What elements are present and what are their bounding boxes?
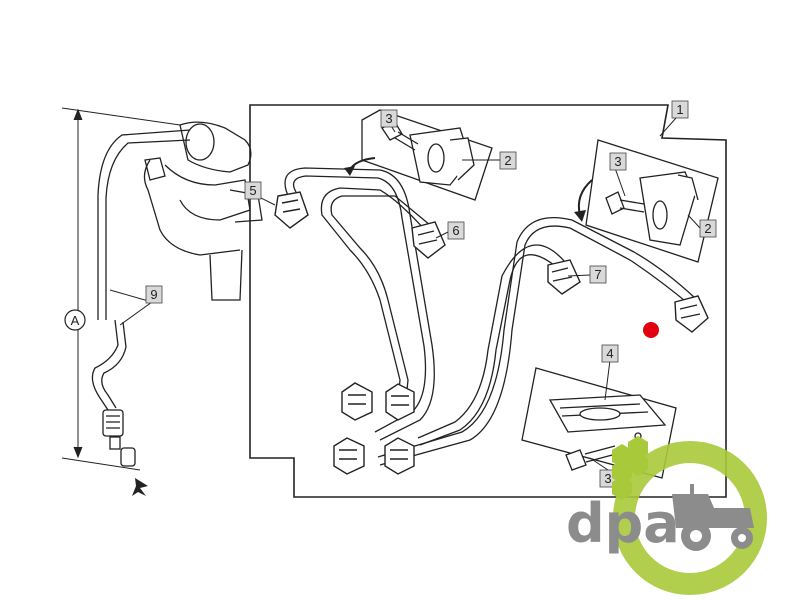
callout-2-top: 2 <box>499 151 517 170</box>
callout-2-right: 2 <box>699 219 717 238</box>
svg-text:2: 2 <box>504 153 511 168</box>
nozzle-nut-right <box>674 295 709 333</box>
clamp-detail-top <box>344 109 493 201</box>
svg-text:9: 9 <box>150 287 157 302</box>
direction-arrow-icon <box>132 478 148 496</box>
left-assembly <box>91 121 263 467</box>
svg-text:3: 3 <box>614 154 621 169</box>
callout-7: 7 <box>589 265 607 284</box>
svg-text:7: 7 <box>594 267 601 282</box>
svg-text:4: 4 <box>606 346 613 361</box>
dimension-a-label: A <box>71 313 80 328</box>
svg-text:3: 3 <box>385 111 392 126</box>
pump-nut-3 <box>333 437 365 475</box>
clamp-detail-bottom <box>521 367 677 479</box>
callout-3-top: 3 <box>380 109 398 128</box>
callout-3-right: 3 <box>609 152 627 171</box>
dpa-logo: dpa <box>566 436 767 595</box>
pipe-nuts <box>274 191 709 475</box>
pump-nut-2 <box>385 383 415 421</box>
clamp-detail-top-frame <box>361 109 493 201</box>
nozzle-nut-5 <box>274 191 309 229</box>
svg-text:6: 6 <box>452 223 459 238</box>
nozzle-nut-6 <box>411 221 446 259</box>
dimension-a-circle <box>64 309 86 331</box>
callout-1: 1 <box>671 100 689 119</box>
svg-text:2: 2 <box>704 221 711 236</box>
callout-5: 5 <box>244 181 262 200</box>
svg-text:5: 5 <box>249 183 256 198</box>
pump-nut-4 <box>384 437 415 475</box>
clamp-detail-bottom-frame <box>521 367 677 479</box>
callout-9: 9 <box>145 285 163 304</box>
logo-text: dpa <box>566 492 680 555</box>
logo-green-ring <box>613 441 767 595</box>
tractor-icon <box>672 484 754 551</box>
main-panel-outline <box>249 104 727 498</box>
pump-nut-1 <box>341 382 373 421</box>
svg-text:3: 3 <box>604 471 611 486</box>
clamp-detail-right <box>574 139 719 263</box>
nozzle-nut-7 <box>547 259 581 295</box>
injection-pipes <box>284 167 696 466</box>
callout-4: 4 <box>601 344 619 363</box>
svg-text:1: 1 <box>676 102 683 117</box>
red-marker-dot <box>643 322 659 338</box>
dimension-a <box>61 107 181 471</box>
callout-6: 6 <box>447 221 465 240</box>
clamp-detail-right-frame <box>585 139 719 263</box>
wheat-icon <box>612 436 648 500</box>
